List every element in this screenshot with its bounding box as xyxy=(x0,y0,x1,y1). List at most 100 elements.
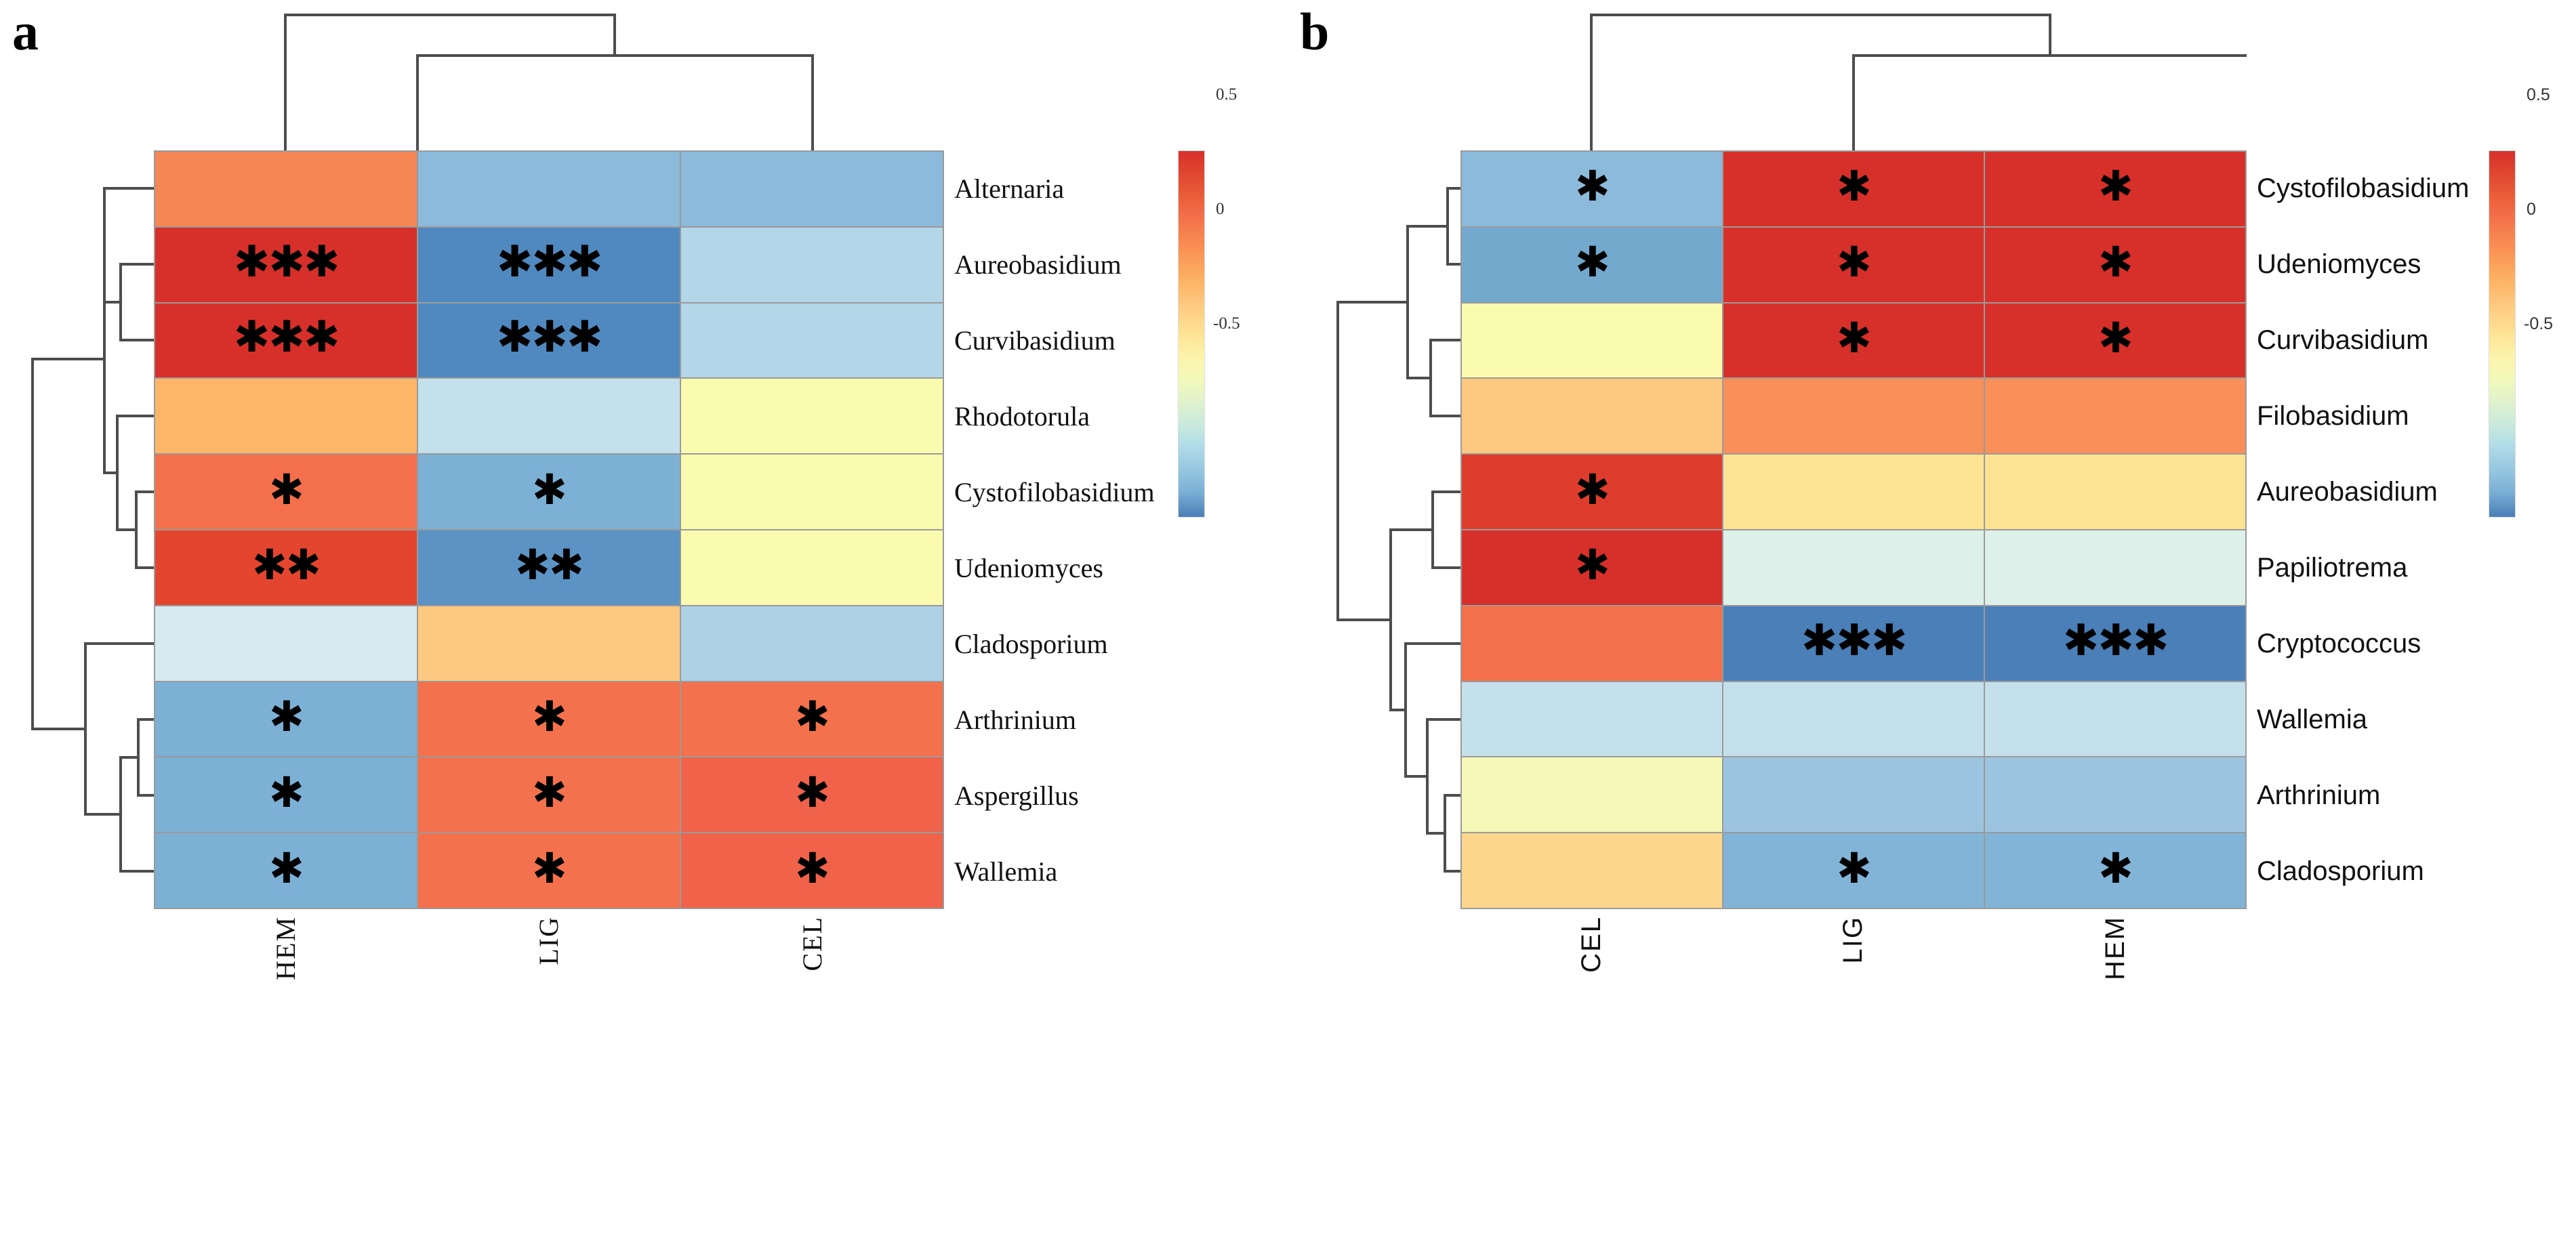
significance-marker: ✱✱ xyxy=(252,540,321,590)
heatmap-cell xyxy=(418,379,680,454)
significance-marker: ✱ xyxy=(269,843,304,893)
significance-marker: ✱ xyxy=(269,464,304,514)
heatmap-cell: ✱✱✱ xyxy=(155,303,417,378)
heatmap-cell xyxy=(681,379,943,454)
significance-marker: ✱ xyxy=(795,691,830,741)
heatmap-cell: ✱✱✱ xyxy=(1985,606,2245,681)
significance-marker: ✱ xyxy=(2098,161,2133,211)
significance-marker: ✱ xyxy=(1575,540,1610,590)
significance-marker: ✱ xyxy=(1837,843,1872,893)
heatmap-cell: ✱ xyxy=(418,455,680,529)
heatmap-cell: ✱ xyxy=(1985,227,2245,302)
heatmap-cell xyxy=(681,530,943,605)
panel-b-letter: b xyxy=(1300,2,1330,61)
significance-marker: ✱ xyxy=(532,843,567,893)
heatmap-cell xyxy=(1723,455,1984,529)
row-label: Curvibasidium xyxy=(2257,325,2429,355)
panel-a: a xyxy=(12,2,1240,1011)
heatmap-cell xyxy=(1462,682,1722,757)
row-dendrogram-a xyxy=(12,150,154,909)
colorbar-b xyxy=(2489,150,2516,518)
significance-marker: ✱✱✱ xyxy=(1801,615,1908,666)
heatmap-cell xyxy=(155,152,417,226)
row-label: Cystofilobasidium xyxy=(2257,173,2470,203)
row-label: Udeniomyces xyxy=(2257,249,2421,279)
heatmap-cell xyxy=(1462,303,1722,378)
colorbar-a xyxy=(1178,150,1205,518)
heatmap-cell: ✱ xyxy=(1462,152,1722,226)
heatmap-cell: ✱ xyxy=(418,833,680,908)
significance-marker: ✱ xyxy=(795,767,830,817)
heatmap-cell: ✱ xyxy=(1723,152,1984,226)
heatmap-cell xyxy=(1462,379,1722,454)
significance-marker: ✱ xyxy=(532,464,567,514)
panel-a-letter: a xyxy=(12,2,39,61)
heatmap-cell: ✱✱✱ xyxy=(1723,606,1984,681)
column-label: HEM xyxy=(2100,916,2131,980)
row-label: Curvibasidium xyxy=(954,325,1116,356)
heatmap-cell: ✱ xyxy=(1985,152,2245,226)
heatmap-cell: ✱✱✱ xyxy=(418,227,680,302)
heatmap-grid-b: ✱✱✱✱✱✱✱✱✱✱✱✱✱✱✱✱✱✱ xyxy=(1460,150,2247,909)
row-label: Alternaria xyxy=(954,173,1065,204)
column-label: CEL xyxy=(797,916,828,971)
row-label: Filobasidium xyxy=(2257,400,2409,431)
significance-marker: ✱ xyxy=(532,767,567,817)
significance-marker: ✱ xyxy=(2098,237,2133,287)
row-label: Aureobasidium xyxy=(954,249,1122,280)
row-dendrogram-b xyxy=(1319,150,1460,909)
column-dendrogram-a xyxy=(154,7,944,150)
row-label: Udeniomyces xyxy=(954,552,1103,583)
heatmap-cell xyxy=(155,606,417,681)
heatmap-cell: ✱✱✱ xyxy=(155,227,417,302)
heatmap-cell: ✱✱ xyxy=(155,530,417,605)
row-label: Rhodotorula xyxy=(954,400,1090,432)
heatmap-cell xyxy=(1985,455,2245,529)
colorbar-tick-b-2: -0.5 xyxy=(2524,314,2554,333)
row-label: Wallemia xyxy=(2257,704,2367,734)
heatmap-cell xyxy=(1985,682,2245,757)
heatmap-grid-a: ✱✱✱✱✱✱✱✱✱✱✱✱✱✱✱✱✱✱✱✱✱✱✱✱✱✱✱ xyxy=(154,150,944,909)
heatmap-cell: ✱ xyxy=(155,833,417,908)
column-label: CEL xyxy=(1576,916,1606,973)
significance-marker: ✱✱✱ xyxy=(496,312,603,363)
row-label: Aspergillus xyxy=(954,780,1079,811)
heatmap-cell: ✱ xyxy=(155,682,417,757)
heatmap-cell: ✱ xyxy=(681,833,943,908)
significance-marker: ✱ xyxy=(1575,237,1610,287)
colorbar-tick-a-2: -0.5 xyxy=(1213,314,1240,333)
heatmap-cell xyxy=(418,606,680,681)
heatmap-cell: ✱ xyxy=(1985,833,2245,908)
heatmap-cell: ✱ xyxy=(1723,833,1984,908)
significance-marker: ✱ xyxy=(1837,237,1872,287)
colorbar-tick-a-0: 0.5 xyxy=(1216,85,1238,104)
colorbar-tick-b-1: 0 xyxy=(2527,200,2536,219)
colorbar-tick-a-1: 0 xyxy=(1216,200,1225,218)
heatmap-cell: ✱ xyxy=(1462,227,1722,302)
heatmap-cell xyxy=(1985,530,2245,605)
heatmap-cell xyxy=(1723,682,1984,757)
heatmap-cell xyxy=(155,379,417,454)
significance-marker: ✱ xyxy=(1837,312,1872,362)
heatmap-cell xyxy=(1985,379,2245,454)
significance-marker: ✱ xyxy=(532,691,567,741)
significance-marker: ✱✱✱ xyxy=(233,312,340,363)
row-label: Aureobasidium xyxy=(2257,476,2438,507)
heatmap-cell xyxy=(681,152,943,226)
row-label: Cystofilobasidium xyxy=(954,476,1155,507)
significance-marker: ✱✱✱ xyxy=(496,236,603,287)
row-label: Cladosporium xyxy=(2257,856,2424,886)
significance-marker: ✱✱ xyxy=(515,540,584,590)
heatmap-cell xyxy=(681,303,943,378)
heatmap-cell xyxy=(1462,833,1722,908)
heatmap-cell: ✱ xyxy=(681,757,943,833)
heatmap-cell xyxy=(681,227,943,302)
heatmap-cell: ✱ xyxy=(1985,303,2245,378)
heatmap-cell xyxy=(1985,757,2245,833)
significance-marker: ✱ xyxy=(269,691,304,741)
heatmap-cell xyxy=(1723,757,1984,833)
column-label: HEM xyxy=(270,916,301,980)
